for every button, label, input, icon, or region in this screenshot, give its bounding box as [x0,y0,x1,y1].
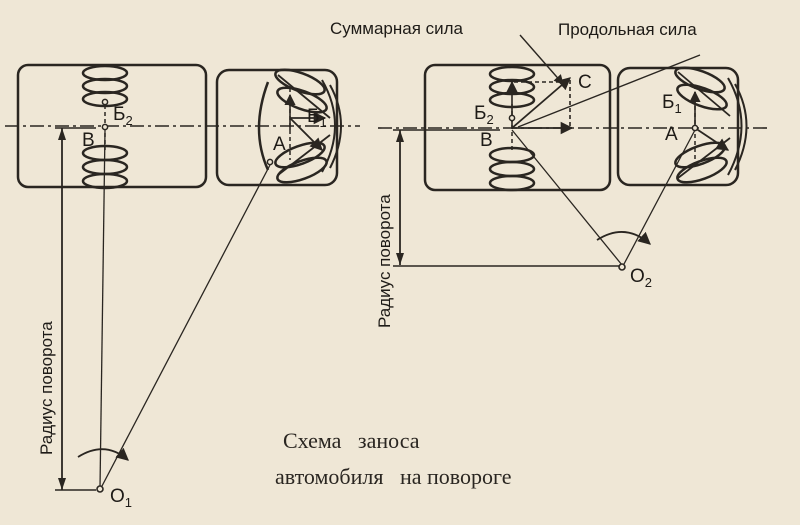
right-label-b1: Б1 [662,92,682,116]
right-label-b2: Б2 [474,103,494,127]
left-label-o1: О1 [110,486,132,510]
left-front-wheels [274,68,331,184]
left-point-o1 [96,485,104,493]
left-cab-arc [257,81,270,171]
left-label-b: В [82,130,95,151]
caption-line-2: автомобиля на повороге [275,464,512,489]
left-radius-label: Радиус поворота [37,321,56,455]
left-label-b2: Б2 [113,104,133,128]
left-line-a-o1 [101,164,271,487]
right-point-b2 [508,114,516,122]
caption-line-1: Схема заноса [283,428,420,453]
right-rear-wheels-bottom [488,146,536,192]
left-label-b1: Б1 [307,106,327,130]
left-label-a: А [273,134,286,155]
left-point-b2 [101,98,109,106]
right-line-b-o2 [511,129,623,266]
right-label-a: А [665,124,678,145]
right-label-o2: О2 [630,266,652,290]
left-line-b-o1 [99,129,106,489]
right-point-o2 [618,263,626,271]
summary-force-label: Суммарная сила [330,19,464,38]
right-rotation-arrow [596,231,651,245]
force-to-c [511,77,571,129]
right-label-b: В [480,130,493,151]
left-rotation-arrow [77,447,129,461]
right-front-bumper [727,77,743,176]
right-label-c: С [578,72,592,93]
left-point-a [266,158,274,166]
right-diagram [378,34,770,271]
right-radius-label: Радиус поворота [375,194,394,328]
left-diagram [5,63,360,493]
left-point-b [101,123,109,131]
summary-force-leader [519,34,564,85]
longitudinal-force-label: Продольная сила [558,20,697,39]
right-front-wheels [674,66,731,184]
right-line-a-o2 [623,129,696,265]
right-point-a [691,124,699,132]
longitudinal-force-leader [517,54,701,128]
